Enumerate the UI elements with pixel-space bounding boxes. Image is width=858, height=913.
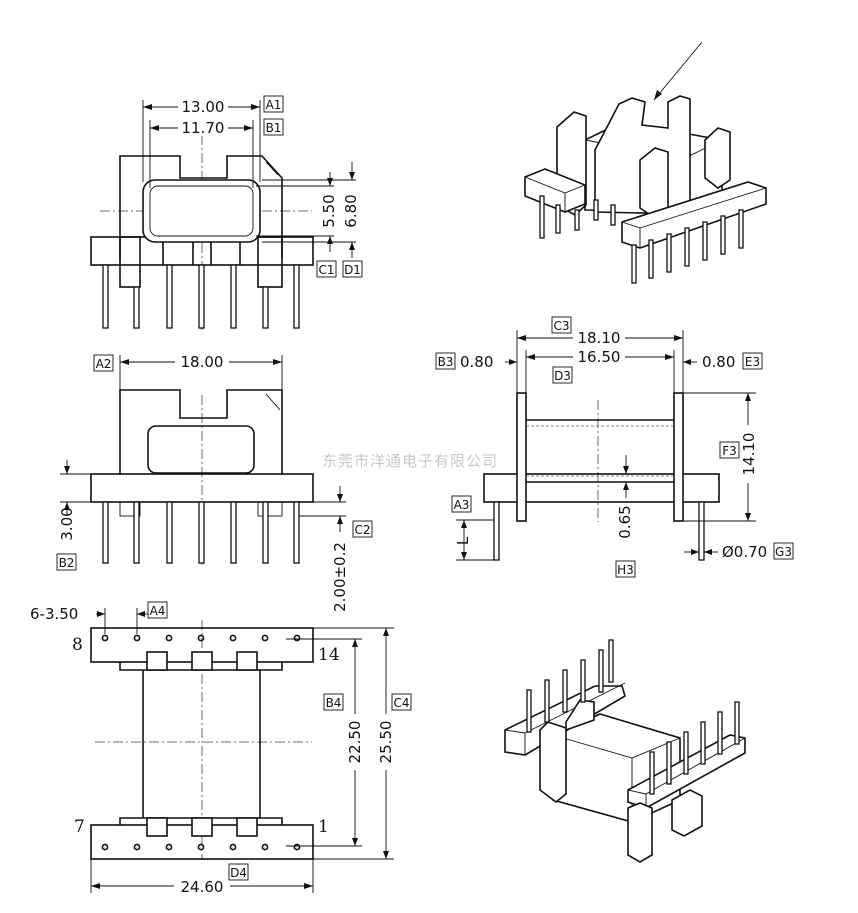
side-dim-left: 0.80 xyxy=(460,353,493,371)
top-dim-outer: 13.00 xyxy=(182,98,225,116)
company-watermark: 东莞市洋通电子有限公司 xyxy=(322,452,498,470)
top-dim-height-outer: 6.80 xyxy=(342,194,360,227)
side-label-b3: B3 xyxy=(438,355,454,369)
side-dim-right: 0.80 xyxy=(702,353,735,371)
top-label-c1: C1 xyxy=(318,263,334,277)
side-label-a3: A3 xyxy=(454,498,470,512)
top-view: 13.00 A1 11.70 B1 5.50 6.80 C1 D1 xyxy=(90,95,363,330)
top-label-a1: A1 xyxy=(266,98,282,112)
bottom-label-c4: C4 xyxy=(393,696,409,710)
side-dim-gap: 0.65 xyxy=(616,505,634,538)
front-label-a2: A2 xyxy=(96,357,112,371)
front-dim-width: 18.00 xyxy=(181,353,224,371)
bottom-pin-1: 1 xyxy=(318,817,329,837)
side-label-g3: G3 xyxy=(775,545,792,559)
front-label-b2: B2 xyxy=(59,556,75,570)
side-label-e3: E3 xyxy=(745,355,760,369)
front-dim-pin: 2.00±0.2 xyxy=(331,542,349,612)
bottom-dim-outer: 25.50 xyxy=(377,721,395,764)
side-label-c3: C3 xyxy=(553,319,569,333)
bottom-pin-14: 14 xyxy=(318,645,340,665)
bottom-pin-8: 8 xyxy=(72,635,83,655)
side-dim-l: L xyxy=(454,536,472,545)
front-dim-height: 3.00 xyxy=(58,507,76,540)
top-label-d1: D1 xyxy=(344,263,361,277)
isometric-view-upper xyxy=(524,41,767,284)
bottom-label-d4: D4 xyxy=(230,866,247,880)
side-dim-pin-dia: Ø0.70 xyxy=(722,543,767,561)
side-label-f3: F3 xyxy=(722,444,737,458)
side-dim-total: 18.10 xyxy=(578,329,621,347)
side-dim-inner: 16.50 xyxy=(578,348,621,366)
top-label-b1: B1 xyxy=(266,121,282,135)
side-dim-height: 14.10 xyxy=(740,433,758,476)
bottom-dim-inner: 22.50 xyxy=(346,721,364,764)
bottom-view: 8 14 7 1 6-3.50 A4 22.50 B4 25.50 C4 xyxy=(30,601,412,896)
bottom-label-b4: B4 xyxy=(326,696,342,710)
side-view: 18.10 C3 16.50 D3 B3 0.80 0.80 E3 14.10 … xyxy=(435,316,794,578)
top-dim-inner: 11.70 xyxy=(182,119,225,137)
top-dim-height-inner: 5.50 xyxy=(320,194,338,227)
front-label-c2: C2 xyxy=(354,523,370,537)
side-label-d3: D3 xyxy=(554,369,571,383)
bottom-pin-7: 7 xyxy=(74,817,85,837)
bottom-dim-pitch: 6-3.50 xyxy=(30,605,78,623)
bottom-dim-width: 24.60 xyxy=(181,878,224,896)
isometric-view-lower xyxy=(504,639,746,863)
side-label-h3: H3 xyxy=(617,563,634,577)
front-view: 18.00 A2 3.00 B2 2.00±0.2 C2 xyxy=(56,353,373,612)
bottom-label-a4: A4 xyxy=(150,604,166,618)
